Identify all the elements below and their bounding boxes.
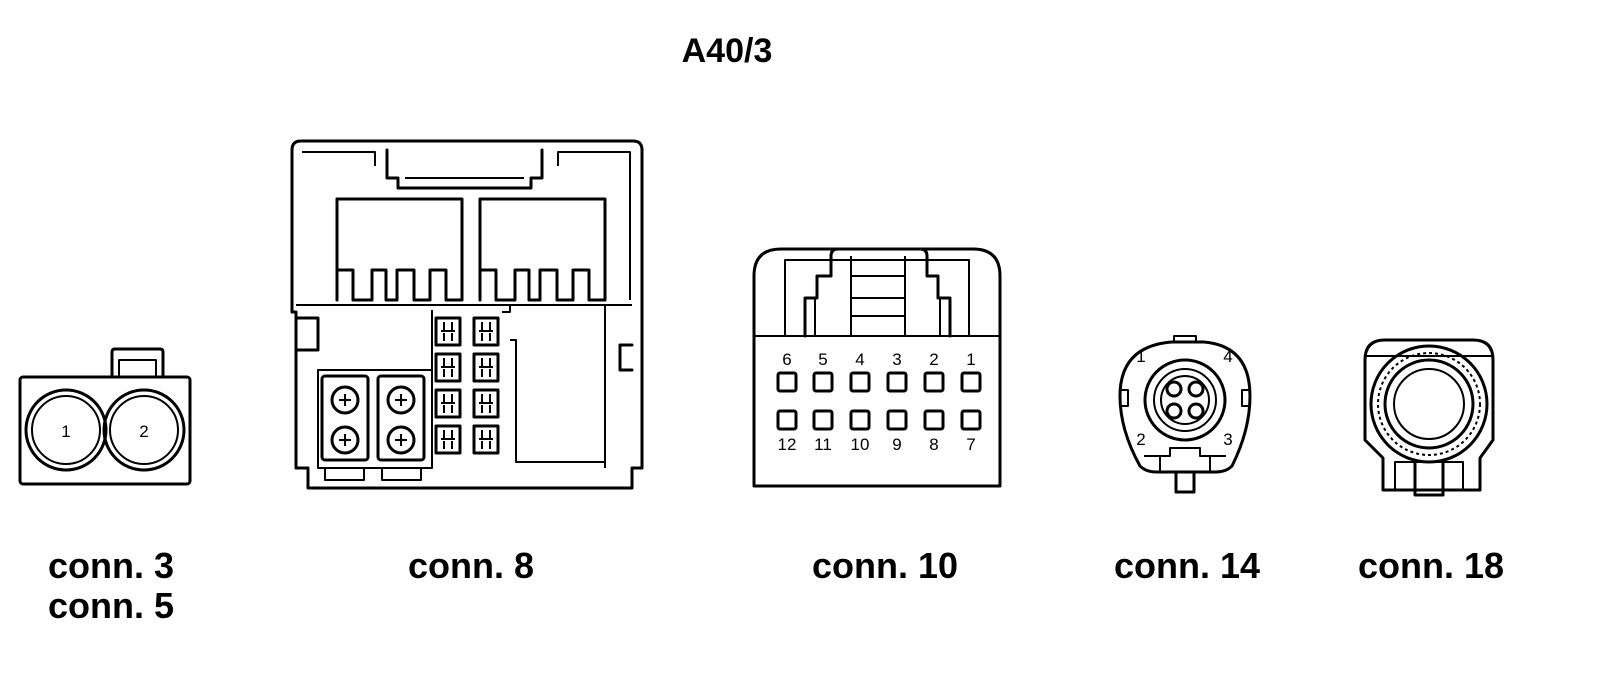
connector-14: 1 4 2 3: [1118, 335, 1252, 494]
connector-3-5: 1 2: [18, 347, 192, 486]
pin-label: 8: [929, 435, 938, 454]
signal-pin-cavities: [434, 316, 500, 455]
connector-10-bottom-pins: 12 11 10 9 8 7: [778, 435, 976, 454]
conn-3-label: conn. 3: [48, 545, 174, 586]
connector-8: [290, 139, 644, 490]
pin-label: 2: [929, 350, 938, 369]
connector-10-top-pins: 6 5 4 3 2 1: [782, 350, 975, 369]
connector-10-cavities: [776, 371, 982, 431]
pin-label: 2: [1136, 430, 1145, 449]
conn-14-label: conn. 14: [1114, 545, 1260, 586]
power-pin-cavities: [330, 385, 416, 455]
pin-2-cavity: [102, 388, 186, 472]
conn-5-label: conn. 5: [48, 585, 174, 626]
conn-8-label: conn. 8: [408, 545, 534, 586]
connector-18: [1363, 338, 1495, 497]
pin-label: 1: [966, 350, 975, 369]
pin-label: 12: [778, 435, 797, 454]
connector-10: [752, 247, 1002, 488]
pin-label: 10: [851, 435, 870, 454]
pin-1-cavity: [24, 388, 108, 472]
pin-label: 6: [782, 350, 791, 369]
pin-label: 3: [1223, 430, 1232, 449]
pin-label: 1: [1136, 347, 1145, 366]
pin-label: 3: [892, 350, 901, 369]
pin-label: 9: [892, 435, 901, 454]
pin-label: 2: [139, 422, 148, 441]
pin-label: 4: [1223, 347, 1232, 366]
pin-label: 4: [855, 350, 864, 369]
pin-label: 1: [61, 422, 70, 441]
pin-label: 7: [966, 435, 975, 454]
pin-label: 11: [814, 435, 832, 454]
conn-10-label: conn. 10: [812, 545, 958, 586]
diagram-title: A40/3: [682, 32, 773, 70]
conn-18-label: conn. 18: [1358, 545, 1504, 586]
pin-label: 5: [818, 350, 827, 369]
